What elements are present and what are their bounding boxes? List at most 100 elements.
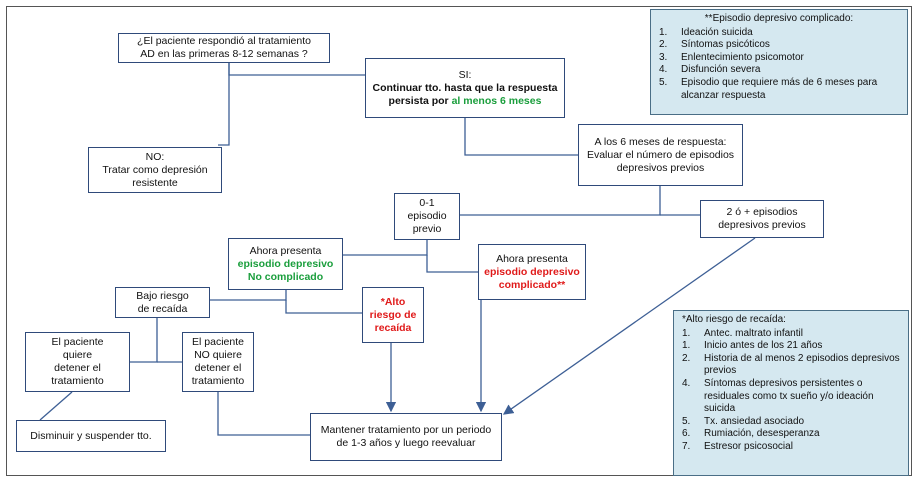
yes-text-line-2: persista por al menos 6 meses <box>389 95 542 108</box>
wants-stop-line-3: detener el <box>54 362 101 374</box>
complicated-line-1: Ahora presenta <box>496 252 568 265</box>
diagram-frame <box>6 6 912 476</box>
connector-question-no <box>218 62 230 146</box>
low-risk-line-2: de recaída <box>137 302 188 315</box>
question-line-2: AD en las primeras 8-12 semanas ? <box>140 48 308 60</box>
uncomplicated-line-2: episodio depresivo <box>237 257 334 270</box>
complicated-panel-title: **Episodio depresivo complicado: <box>704 13 854 24</box>
wants-stop-line-1: El paciente <box>51 336 104 348</box>
low-risk-line-1: Bajo riesgo <box>136 289 189 302</box>
item-text: Inicio antes de los 21 años <box>704 340 823 352</box>
complicated-line-3: complicado** <box>498 278 566 291</box>
item-text: Episodio que requiere más de 6 meses par… <box>681 76 878 101</box>
item-text: Ideación suicida <box>681 26 753 38</box>
no-line-2: resistente <box>132 176 178 189</box>
list-item: 4. Disfunción severa <box>659 64 899 77</box>
six-months-line-1: A los 6 meses de respuesta: <box>594 135 727 148</box>
zero-one-line-1: 0-1 <box>419 197 435 209</box>
no-box: NO: Tratar como depresión resistente <box>88 147 222 193</box>
item-text: Antec. maltrato infantil <box>704 327 803 339</box>
high-risk-panel: *Alto riesgo de recaída: 1. Antec. maltra… <box>673 310 909 476</box>
connector-lowrisk-options <box>130 317 158 363</box>
item-text: Enlentecimiento psicomotor <box>681 51 804 63</box>
yes-text-b: persista por <box>388 94 452 107</box>
two-plus-line-1: 2 ó + episodios <box>726 206 798 218</box>
connector-notstop-maintain <box>217 392 310 436</box>
item-text: Rumiación, desesperanza <box>704 428 820 440</box>
connector-zeroone-complicated <box>426 255 481 273</box>
item-number: 2. <box>682 352 691 364</box>
item-number: 6. <box>682 428 691 440</box>
zero-one-box: 0-1 episodio previo <box>394 193 460 240</box>
yes-label: SI: <box>458 68 472 81</box>
risk-panel-title: *Alto riesgo de recaída: <box>682 314 786 325</box>
yes-text-line-1: Continuar tto. hasta que la respuesta <box>372 81 558 94</box>
yes-box: SI: Continuar tto. hasta que la respuest… <box>365 58 565 118</box>
uncomplicated-box: Ahora presenta episodio depresivo No com… <box>228 238 343 290</box>
complicated-panel-list: 1. Ideación suicida 2. Síntomas psicóticos… <box>659 27 899 103</box>
uncomplicated-line-1: Ahora presenta <box>249 244 322 257</box>
six-months-line-2: Evaluar el número de episodios <box>586 148 735 161</box>
high-risk-box: *Alto riesgo de recaída <box>362 287 424 343</box>
item-number: 5. <box>682 415 691 427</box>
yes-text-duration: al menos 6 meses <box>451 94 542 107</box>
item-number: 1. <box>682 340 691 352</box>
zero-one-line-2: episodio <box>407 210 447 222</box>
wants-stop-line-4: tratamiento <box>51 375 104 387</box>
item-number: 4. <box>682 377 691 389</box>
item-number: 7. <box>682 440 691 452</box>
maintain-box: Mantener tratamiento por un periodo de 1… <box>310 413 502 461</box>
list-item: 1. Antec. maltrato infantil <box>682 328 900 341</box>
item-text: Síntomas psicóticos <box>681 39 770 51</box>
uncomplicated-line-3: No complicado <box>247 270 324 283</box>
six-months-line-3: depresivos previos <box>616 161 705 174</box>
list-item: 2. Historia de al menos 2 episodios depre… <box>682 353 900 378</box>
list-item: 4. Síntomas depresivos persistentes o res… <box>682 378 900 416</box>
item-number: 1. <box>682 327 691 339</box>
item-text: Tx. ansiedad asociado <box>704 415 805 427</box>
item-text: Disfunción severa <box>681 64 761 76</box>
list-item: 5. Episodio que requiere más de 6 meses p… <box>659 77 899 102</box>
list-item: 2. Síntomas psicóticos <box>659 39 899 52</box>
taper-text: Disminuir y suspender tto. <box>30 429 152 442</box>
connector-sixmonths-branches <box>460 185 661 216</box>
list-item: 1. Ideación suicida <box>659 27 899 40</box>
list-item: 1. Inicio antes de los 21 años <box>682 340 900 353</box>
item-text: Estresor psicosocial <box>704 440 793 452</box>
maintain-line-1: Mantener tratamiento por un periodo <box>320 424 492 436</box>
item-number: 5. <box>659 76 668 88</box>
connector-yes-sixmonths <box>464 118 580 156</box>
low-risk-box: Bajo riesgo de recaída <box>115 287 210 318</box>
maintain-line-2: de 1-3 años y luego reevaluar <box>336 437 476 449</box>
no-label: NO: <box>145 150 165 163</box>
item-text: Historia de al menos 2 episodios depresi… <box>704 352 900 377</box>
question-line-1: ¿El paciente respondió al tratamiento <box>137 35 311 47</box>
wants-stop-line-2: quiere <box>62 349 93 361</box>
complicated-line-2: episodio depresivo <box>484 265 580 278</box>
connector-uncomplicated-lowrisk <box>210 290 287 301</box>
two-plus-line-2: depresivos previos <box>718 219 806 231</box>
risk-panel-list: 1. Antec. maltrato infantil 1. Inicio ante… <box>682 328 900 454</box>
connector-wantsstop-taper <box>39 391 73 421</box>
item-number: 2. <box>659 39 668 51</box>
item-number: 1. <box>659 26 668 38</box>
two-plus-box: 2 ó + episodios depresivos previos <box>700 200 824 238</box>
item-text: Síntomas depresivos persistentes o resid… <box>704 377 874 415</box>
list-item: 7. Estresor psicosocial <box>682 441 900 454</box>
six-months-box: A los 6 meses de respuesta: Evaluar el n… <box>578 124 743 186</box>
list-item: 5. Tx. ansiedad asociado <box>682 416 900 429</box>
not-stop-line-4: tratamiento <box>191 375 245 387</box>
connector-question-yes <box>228 62 365 76</box>
zero-one-line-3: previo <box>412 223 442 235</box>
not-stop-line-1: El paciente <box>192 336 244 348</box>
item-number: 4. <box>659 64 668 76</box>
high-risk-line-1: *Alto <box>380 295 406 308</box>
taper-box: Disminuir y suspender tto. <box>16 420 166 452</box>
complicated-episode-panel: **Episodio depresivo complicado: 1. Ideac… <box>650 9 908 115</box>
list-item: 6. Rumiación, desesperanza <box>682 428 900 441</box>
not-stop-line-2: NO quiere <box>194 349 242 361</box>
wants-stop-box: El paciente quiere detener el tratamient… <box>25 332 130 392</box>
connector-zeroone-uncomplicated <box>343 240 428 256</box>
connector-uncomplicated-highrisk <box>285 300 362 314</box>
